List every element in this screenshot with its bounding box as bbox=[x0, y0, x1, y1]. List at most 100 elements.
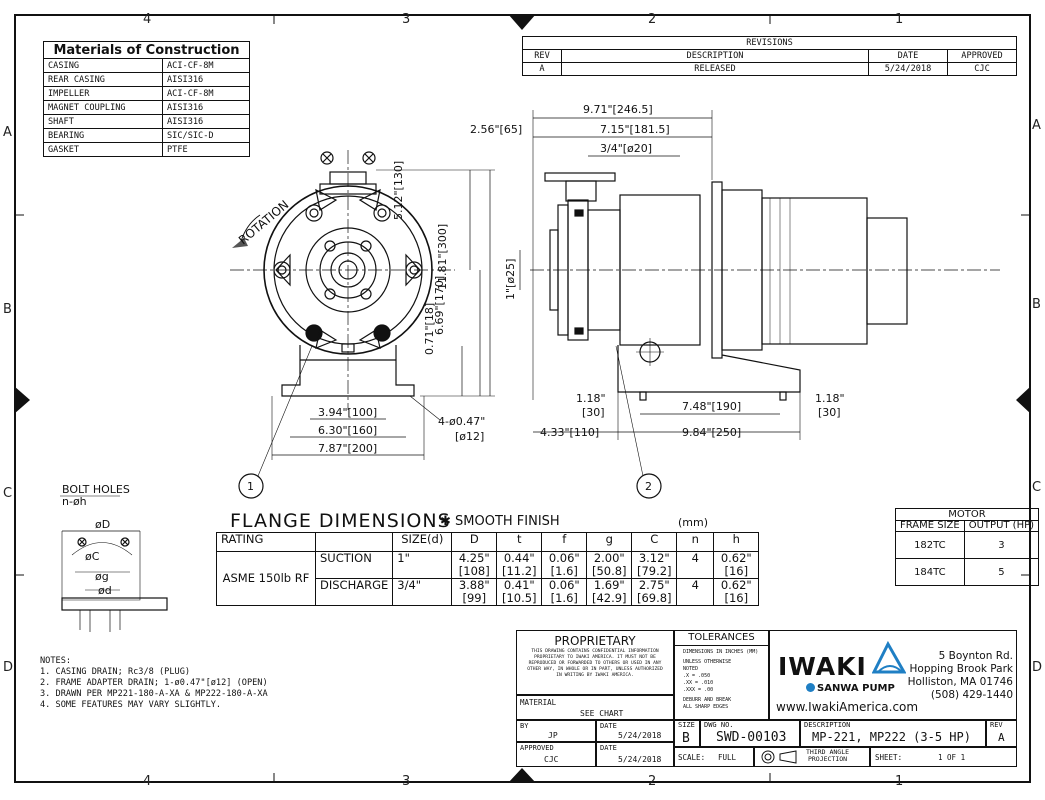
tolerances-title: TOLERANCES bbox=[688, 632, 755, 643]
rev-label: REV bbox=[990, 721, 1003, 729]
proprietary-title: PROPRIETARY bbox=[554, 634, 636, 648]
front-bolts bbox=[273, 204, 423, 342]
zone-bottom-2: 2 bbox=[648, 774, 657, 789]
front-view bbox=[230, 150, 495, 499]
zone-bottom-4: 4 bbox=[143, 774, 152, 789]
dim-5-12: 5.12"[130] bbox=[392, 161, 405, 220]
dim-3-4: 3/4"[ø20] bbox=[600, 142, 652, 155]
size-label: SIZE bbox=[678, 721, 695, 729]
dim-9-71: 9.71"[246.5] bbox=[583, 103, 653, 116]
dim-1-18-left: 1.18" bbox=[576, 392, 606, 405]
by-label: BY bbox=[520, 722, 529, 730]
date-value: 5/24/2018 bbox=[868, 62, 948, 76]
dim-30-right: [30] bbox=[818, 406, 841, 419]
suction-label: SUCTION bbox=[314, 551, 394, 579]
zone-right-b: B bbox=[1032, 297, 1041, 312]
approved-label: APPROVED bbox=[520, 744, 554, 752]
dim-1-18-right: 1.18" bbox=[815, 392, 845, 405]
material-box bbox=[516, 695, 674, 720]
sanwa-logo: SANWA PUMP bbox=[806, 683, 895, 694]
dwg-value: SWD-00103 bbox=[716, 730, 787, 745]
iwaki-logo-text: IWAKI bbox=[778, 652, 867, 681]
sheet-value: 1 OF 1 bbox=[938, 753, 966, 762]
proprietary-text: THIS DRAWING CONTAINS CONFIDENTIAL INFOR… bbox=[527, 649, 663, 678]
callout-1: 1 bbox=[247, 480, 254, 493]
zone-left-c: C bbox=[3, 486, 13, 501]
flange-title: FLANGE DIMENSIONS bbox=[230, 510, 451, 532]
side-view bbox=[519, 110, 1000, 499]
dim-30-left: [30] bbox=[582, 406, 605, 419]
dim-4-33: 4.33"[110] bbox=[540, 426, 599, 439]
dim-11-81: 11.81"[300] bbox=[436, 224, 449, 290]
by-value: JP bbox=[548, 731, 558, 740]
motor-title: MOTOR bbox=[894, 508, 1040, 521]
dim-bolt: 4-ø0.47" bbox=[438, 415, 485, 428]
rating-value: ASME 150lb RF bbox=[216, 551, 316, 606]
dim-3-94: 3.94"[100] bbox=[318, 406, 377, 419]
brand-box bbox=[769, 630, 1017, 720]
zone-top-4: 4 bbox=[143, 12, 152, 27]
dim-2-56: 2.56"[65] bbox=[470, 123, 522, 136]
sanwa-logo-icon bbox=[806, 683, 815, 692]
material-value: SEE CHART bbox=[580, 709, 624, 718]
zone-right-a: A bbox=[1032, 118, 1041, 133]
material-label: MATERIAL bbox=[520, 698, 557, 707]
dim-0-71: 0.71"[18] bbox=[423, 303, 436, 355]
rotation-label: ROTATION bbox=[236, 198, 292, 248]
dim-1-inch: 1"[ø25] bbox=[504, 259, 517, 300]
discharge-label: DISCHARGE bbox=[314, 578, 394, 606]
label-oc: øC bbox=[85, 550, 100, 563]
dim-9-84: 9.84"[250] bbox=[682, 426, 741, 439]
zone-bottom-3: 3 bbox=[402, 774, 411, 789]
dwg-label: DWG NO. bbox=[704, 721, 734, 729]
zone-left-b: B bbox=[3, 302, 12, 317]
bolt-holes-sub: n-øh bbox=[62, 495, 87, 508]
dim-bolt-mm: [ø12] bbox=[455, 430, 484, 443]
zone-bottom-1: 1 bbox=[895, 774, 904, 789]
projection-icon bbox=[761, 750, 797, 764]
zone-left-d: D bbox=[3, 660, 14, 675]
flange-unit: (mm) bbox=[678, 516, 709, 529]
bolt-holes-title: BOLT HOLES bbox=[62, 483, 130, 496]
flange-note: ✱ SMOOTH FINISH bbox=[440, 514, 560, 529]
sheet-label: SHEET: bbox=[875, 753, 903, 762]
scale-value: FULL bbox=[718, 753, 737, 762]
desc-label: DESCRIPTION bbox=[804, 721, 851, 729]
zone-top-1: 1 bbox=[895, 12, 904, 27]
label-og: øg bbox=[95, 570, 109, 583]
revisions-table: REVISIONS REV DESCRIPTION DATE APPROVED … bbox=[522, 36, 1017, 76]
label-od-small: ød bbox=[98, 584, 112, 597]
material-spec: PTFE bbox=[162, 142, 250, 157]
dim-7-15: 7.15"[181.5] bbox=[600, 123, 670, 136]
flange-table: RATING SIZE(d) D t f g C n h ASME 150lb … bbox=[216, 532, 760, 606]
dim-6-30: 6.30"[160] bbox=[318, 424, 377, 437]
size-value: B bbox=[682, 731, 690, 746]
website: www.IwakiAmerica.com bbox=[776, 700, 919, 714]
scale-label: SCALE: bbox=[678, 753, 706, 762]
desc-value: MP-221, MP222 (3-5 HP) bbox=[812, 730, 971, 744]
bolt-holes-diagram bbox=[60, 495, 168, 632]
size-header: SIZE(d) bbox=[392, 532, 453, 552]
dim-7-48: 7.48"[190] bbox=[682, 400, 741, 413]
dim-7-87: 7.87"[200] bbox=[318, 442, 377, 455]
by-date: 5/24/2018 bbox=[618, 731, 662, 740]
date-label: DATE bbox=[600, 722, 617, 730]
approved-value: CJC bbox=[544, 755, 559, 764]
dim-6-69: 6.69"[170] bbox=[433, 276, 446, 335]
rating-header: RATING bbox=[216, 532, 316, 552]
zone-top-3: 3 bbox=[402, 12, 411, 27]
proprietary-box bbox=[516, 630, 674, 695]
tolerances-text: DIMENSIONS IN INCHES (MM)UNLESS OTHERWIS… bbox=[683, 649, 759, 710]
rev-value: A bbox=[998, 731, 1005, 744]
zone-left-a: A bbox=[3, 125, 12, 140]
